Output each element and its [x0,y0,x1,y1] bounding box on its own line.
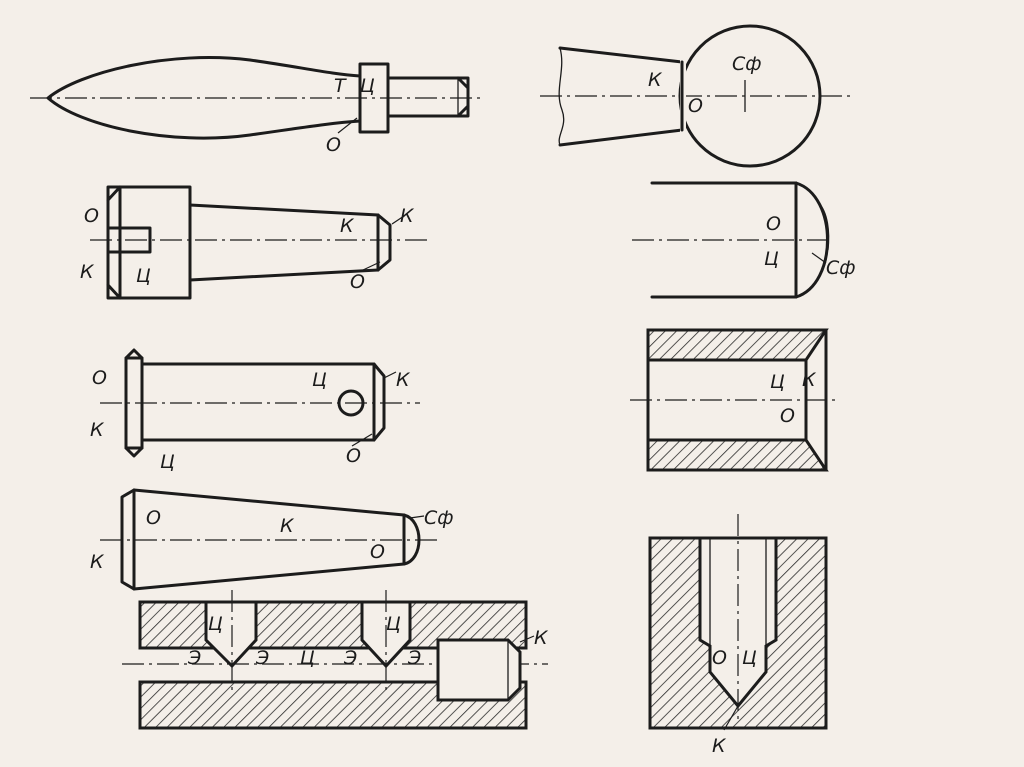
label-ts: Ц [770,371,785,393]
label-o: О [370,541,385,563]
label-ts: Ц [136,265,151,287]
label-ts: Ц [160,451,175,473]
label-k: К [280,515,295,537]
figure-blind-hole-section: О Ц К [648,514,828,757]
label-o: О [780,405,795,427]
label-ts: Ц [208,613,223,635]
label-o: О [712,647,727,669]
label-e: Э [407,647,421,669]
label-o: О [766,213,781,235]
label-ts: Ц [386,613,401,635]
label-o: О [346,445,361,467]
label-o: О [146,507,161,529]
label-o: О [688,95,703,117]
label-k: К [712,735,727,757]
label-ts: Ц [312,369,327,391]
label-k: К [400,205,415,227]
label-ts: Ц [764,248,779,270]
label-t: Т [334,75,347,97]
figure-handle: Т Ц О [30,56,482,156]
figure-plate-section: Ц Э Э Ц Э Ц Э К [122,590,549,730]
label-sf: Сф [732,53,762,75]
figure-rounded-rod: О Ц Сф [632,181,856,299]
label-k: К [396,369,411,391]
label-e: Э [187,647,201,669]
label-ts: Ц [300,647,315,669]
label-e: Э [255,647,269,669]
label-k: К [648,69,663,91]
label-k: К [534,627,549,649]
figure-bushing-section: Ц К О [630,328,840,472]
label-o: О [84,205,99,227]
label-sf: Сф [424,507,454,529]
figure-cross-hole-pin: О К Ц Ц К О [90,348,420,473]
label-sf: Сф [826,257,856,279]
label-k: К [340,215,355,237]
label-k: К [80,261,95,283]
label-o: О [92,367,107,389]
label-e: Э [343,647,357,669]
label-o: О [350,271,365,293]
label-k: К [802,369,817,391]
label-k: К [90,419,105,441]
figure-ball-knob: К О Сф [540,24,850,168]
label-o: О [326,134,341,156]
figure-taper-pin: О К К О Сф [90,488,454,591]
label-ts: Ц [360,75,375,97]
label-k: К [90,551,105,573]
label-ts: Ц [742,647,757,669]
figure-slotted-pin: О К Ц К К О [80,185,430,300]
